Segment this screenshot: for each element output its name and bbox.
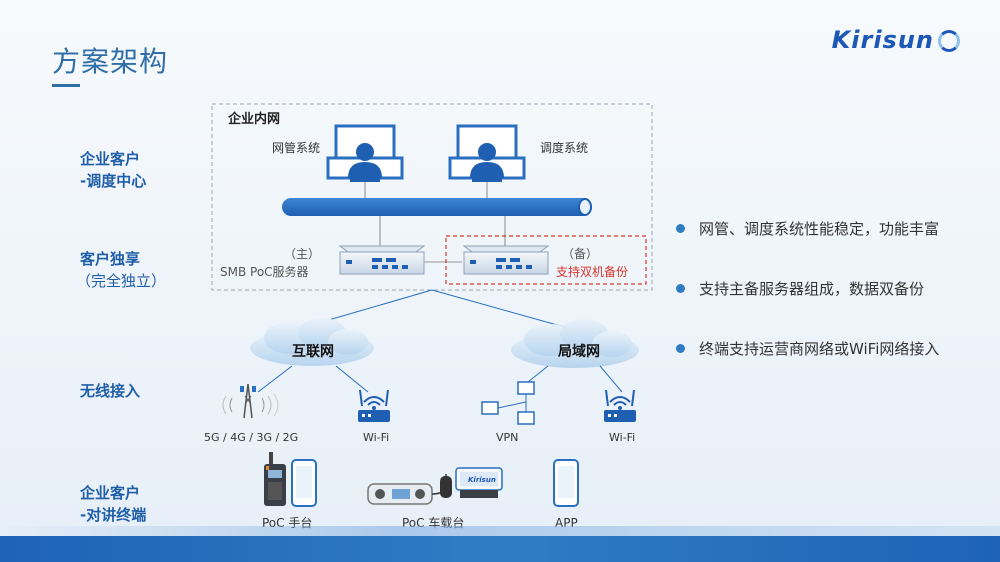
vpn-network-icon xyxy=(481,381,535,425)
nms-workstation-icon xyxy=(326,124,404,182)
poc-phone-icon xyxy=(291,459,317,507)
network-bus xyxy=(282,198,592,216)
vpn-label: VPN xyxy=(496,431,518,444)
dispatch-workstation-icon xyxy=(448,124,526,182)
bullet-text-2: 支持主备服务器组成，数据双备份 xyxy=(699,280,925,298)
internet-cellular-link xyxy=(257,365,293,393)
lan-vpn-link xyxy=(527,365,549,383)
nms-label: 网管系统 xyxy=(272,140,320,155)
cell-tower-icon xyxy=(222,383,279,419)
wifi-label-1: Wi-Fi xyxy=(363,431,389,444)
brand-text: Kirisun xyxy=(831,26,934,54)
label-terminals-line1: 企业客户 xyxy=(80,484,141,502)
bullet-text-1: 网管、调度系统性能稳定，功能丰富 xyxy=(699,220,940,238)
label-wireless: 无线接入 xyxy=(80,382,141,400)
main-server-icon xyxy=(338,245,426,275)
main-tag: （主） xyxy=(284,247,320,261)
label-dispatch-center-line2: -调度中心 xyxy=(80,172,147,190)
internet-label: 互联网 xyxy=(292,344,334,360)
bullet-item-3: 终端支持运营商网络或WiFi网络接入 xyxy=(676,338,939,359)
bottom-band xyxy=(0,536,1000,562)
label-dispatch-center: 企业客户 -调度中心 xyxy=(80,148,146,192)
lan-wifi-link xyxy=(599,365,623,393)
lan-label: 局域网 xyxy=(558,343,600,360)
bullet-item-1: 网管、调度系统性能稳定，功能丰富 xyxy=(676,218,939,239)
title-underline xyxy=(52,84,80,87)
bullet-item-2: 支持主备服务器组成，数据双备份 xyxy=(676,278,924,299)
lan-cloud-icon xyxy=(511,319,639,368)
wifi-label-2: Wi-Fi xyxy=(609,431,635,444)
backup-tag: （备） xyxy=(562,247,598,261)
cellular-label: 5G / 4G / 3G / 2G xyxy=(204,431,298,444)
app-phone-icon xyxy=(553,459,579,507)
internet-wifi-link xyxy=(335,365,369,393)
intranet-label: 企业内网 xyxy=(227,111,280,127)
wifi-router-icon-2 xyxy=(604,389,636,422)
label-exclusive: 客户独享 （完全独立） xyxy=(76,248,166,292)
dual-backup-label: 支持双机备份 xyxy=(556,264,628,279)
to-lan-link xyxy=(431,289,576,331)
label-terminals-line2: -对讲终端 xyxy=(80,506,147,524)
bullet-dot-icon xyxy=(676,224,685,233)
label-dispatch-center-line1: 企业客户 xyxy=(80,150,141,168)
label-exclusive-line2: （完全独立） xyxy=(76,272,167,290)
bullet-text-3: 终端支持运营商网络或WiFi网络接入 xyxy=(699,340,940,358)
bullet-dot-icon xyxy=(676,284,685,293)
internet-cloud-icon xyxy=(250,318,374,366)
wifi-router-icon-1 xyxy=(358,389,390,422)
page-title: 方案架构 xyxy=(52,45,169,78)
dispatch-label: 调度系统 xyxy=(540,140,588,155)
intranet-boundary xyxy=(211,103,653,291)
handheld-radio-icon xyxy=(264,452,286,506)
backup-boundary xyxy=(445,235,647,285)
label-terminals: 企业客户 -对讲终端 xyxy=(80,482,146,526)
bus-end-cap xyxy=(578,198,592,216)
server-label: SMB PoC服务器 xyxy=(220,264,309,279)
bullet-dot-icon xyxy=(676,344,685,353)
brand-logo: Kirisun xyxy=(832,26,960,54)
vehicle-brand: Kirisun xyxy=(468,476,496,484)
brand-swirl-icon xyxy=(938,30,960,52)
label-exclusive-line1: 客户独享 xyxy=(80,250,141,268)
backup-server-icon xyxy=(462,245,550,275)
vehicle-radio-icon xyxy=(367,467,503,505)
